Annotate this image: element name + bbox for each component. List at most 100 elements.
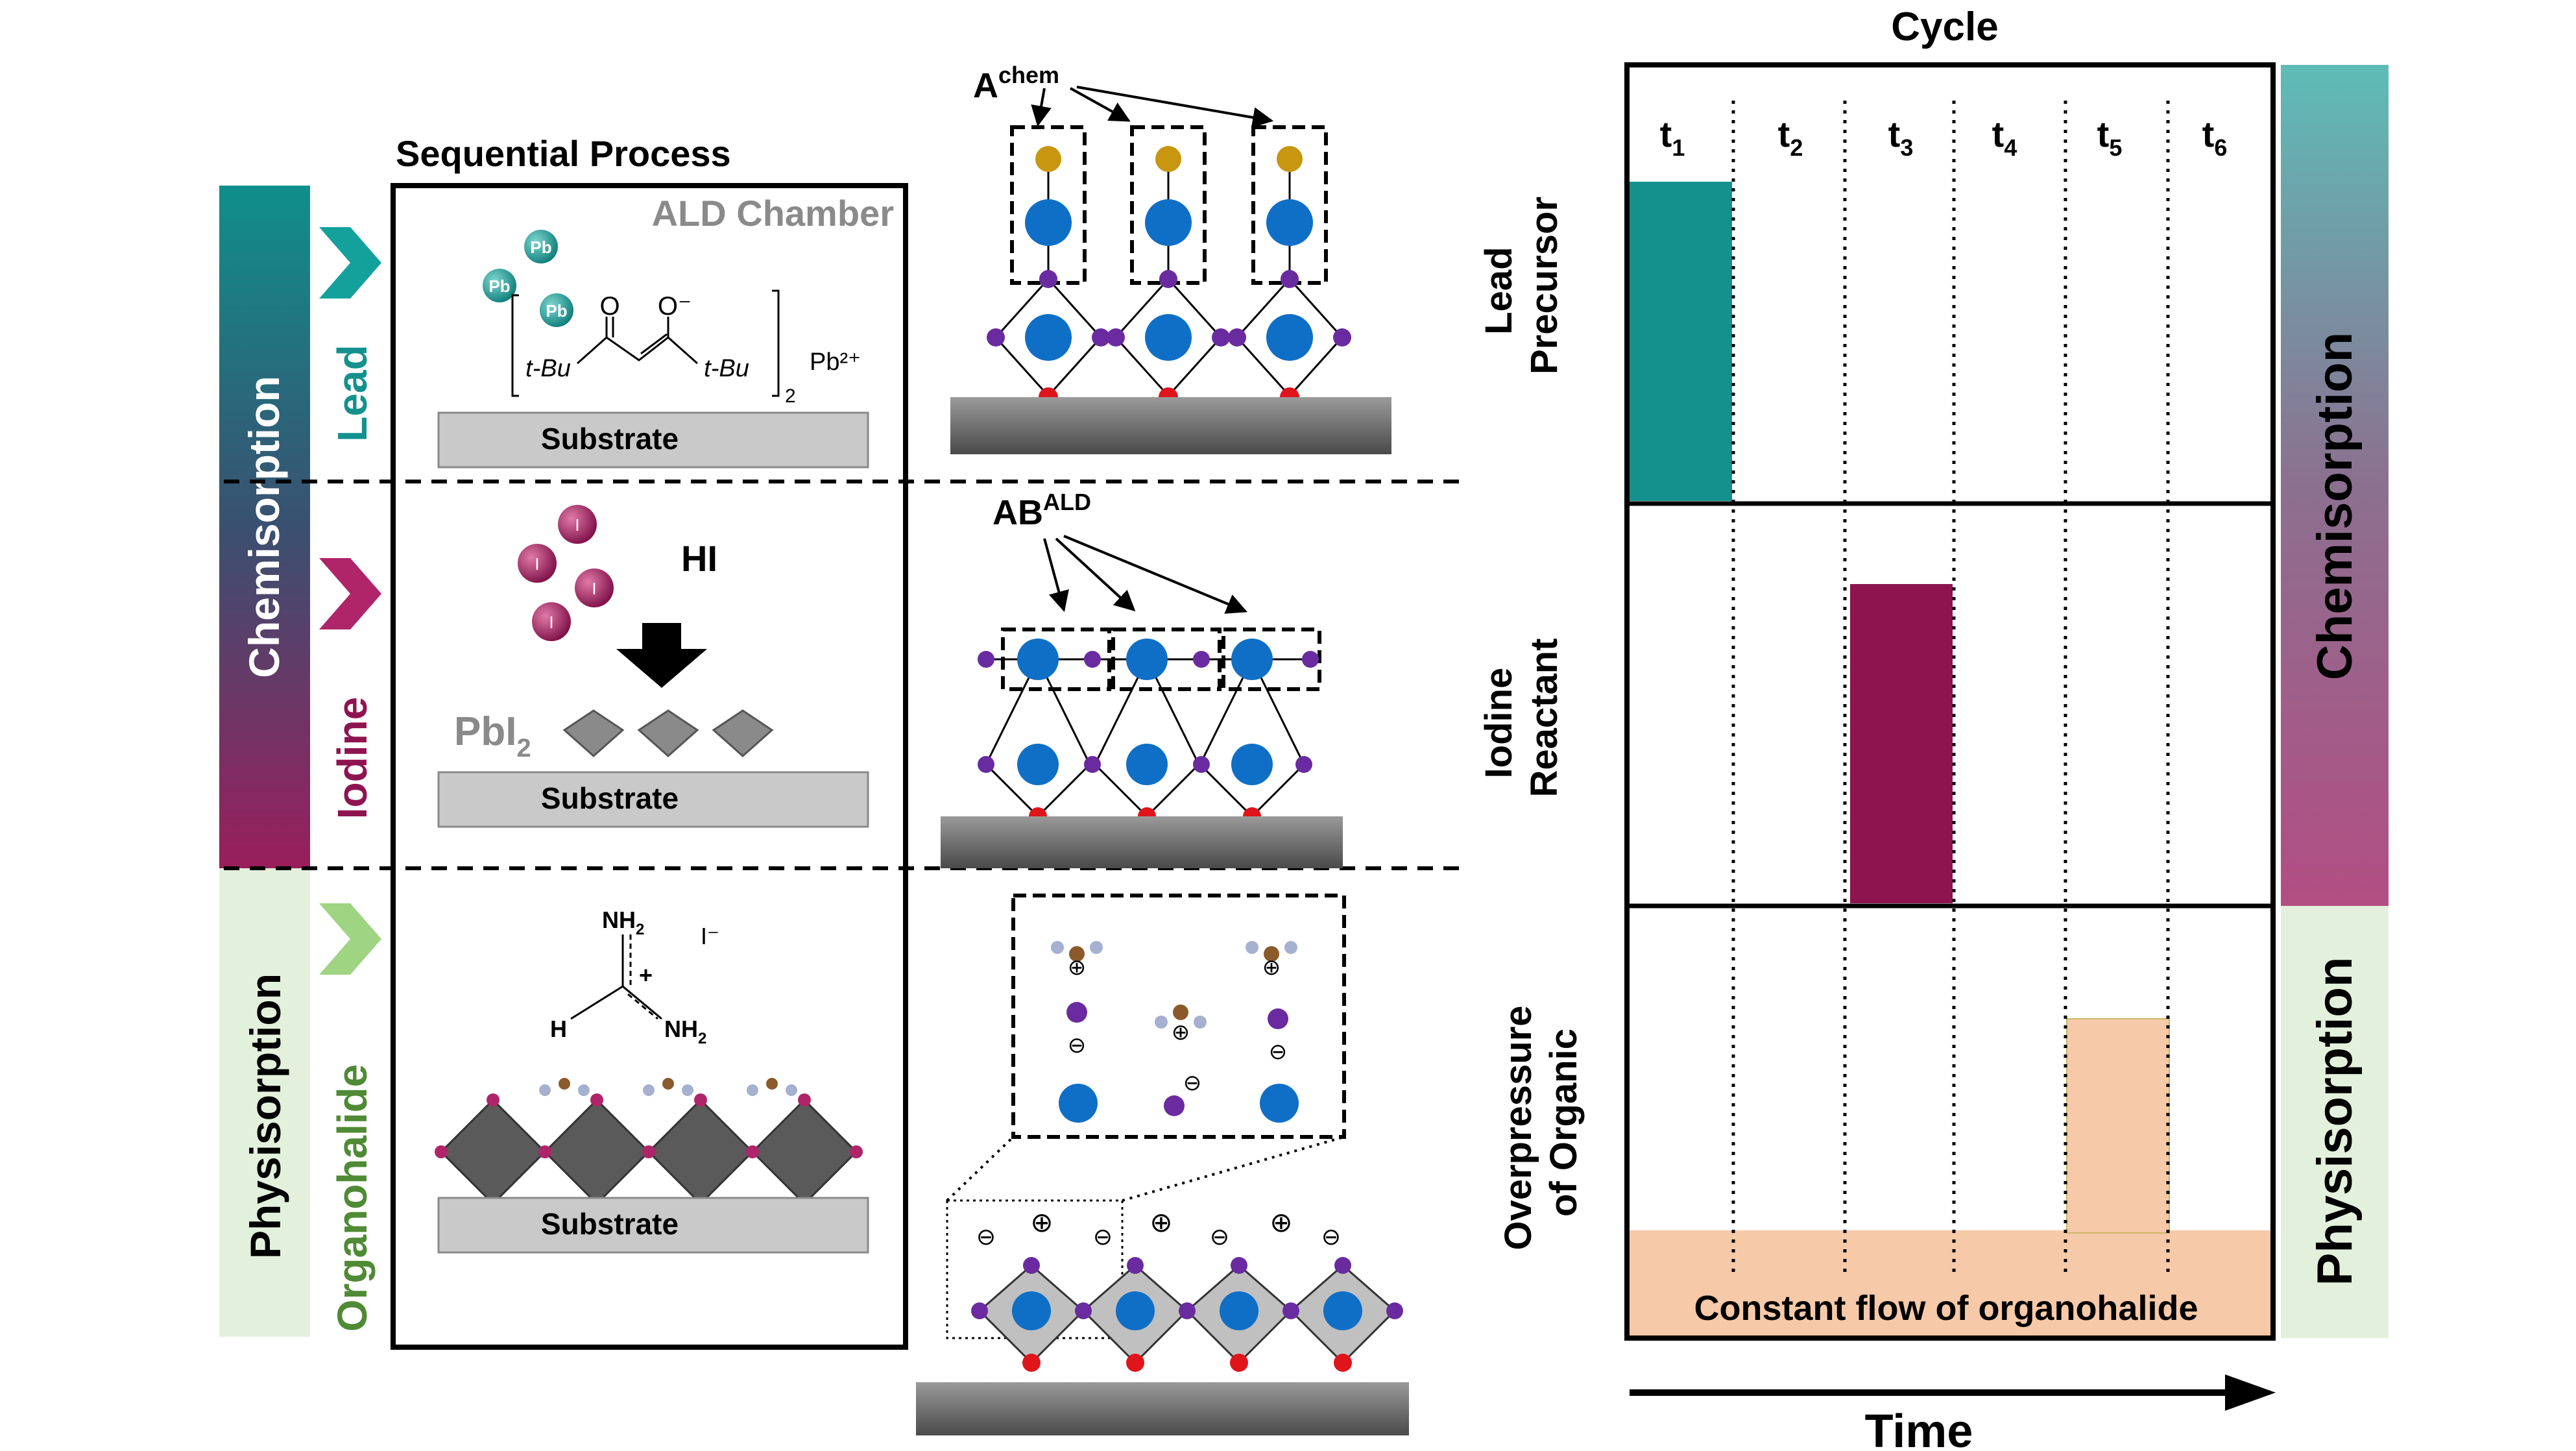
iodine-atom-label: I [575, 515, 579, 535]
nh2-bottom-label: NH2 [664, 1016, 706, 1047]
time-col-2: t2 [1778, 114, 1803, 161]
pb-atom [524, 230, 558, 263]
pb-blue-atom [1025, 199, 1072, 246]
row-label-lead: Lead Precursor [1478, 197, 1565, 374]
ab-ald-arrow [1063, 535, 1247, 614]
step-iodine-label: Iodine [329, 697, 376, 819]
pbi2-label: PbI2 [454, 709, 531, 762]
step-organohalide-label: Organohalide [329, 1064, 376, 1332]
surface-plus-icon: ⊕ [1270, 1207, 1292, 1238]
hi-label: HI [681, 538, 717, 579]
iodine-atom [558, 505, 597, 544]
ab-ald-arrow [1043, 538, 1069, 613]
chemisorption-bar [219, 186, 310, 868]
chevron-right-icon [319, 903, 381, 975]
substrate-iodine-label: Substrate [541, 781, 679, 815]
left-bracket [511, 294, 519, 397]
ligand-o-label: O [599, 292, 620, 321]
pb-precursor-molecules: Pb Pb Pb [483, 230, 573, 327]
sequential-process-title: Sequential Process [396, 133, 731, 174]
row-label-iodine: Iodine Reactant [1478, 639, 1565, 798]
time-col-3: t3 [1888, 114, 1914, 161]
step-organohalide: Organohalide [319, 903, 381, 1332]
a-chem-label: Achem [973, 62, 1059, 105]
pb-charge-label: Pb²⁺ [810, 348, 861, 376]
iodine-atom [575, 568, 614, 607]
inset-plus-icon: ⊕ [1068, 955, 1087, 980]
lead-pulse [1630, 182, 1732, 501]
chemisorption-bar-right [2281, 65, 2389, 906]
time-label: Time [1865, 1406, 1973, 1451]
surface-minus-icon: ⊖ [1093, 1223, 1113, 1250]
pbi2-octahedra [562, 709, 774, 758]
pb-blue-atom [1025, 314, 1072, 361]
organic-baseline-flow [1630, 1230, 2270, 1338]
ligand-double [640, 333, 668, 355]
pb-atom-label: Pb [488, 276, 510, 296]
iodine-atom-label: I [592, 579, 596, 598]
nh2-top-label: NH2 [602, 907, 644, 938]
time-col-5: t5 [2097, 114, 2123, 161]
pb-atom-label: Pb [546, 301, 567, 321]
step-lead-label: Lead [329, 345, 376, 441]
a-chem-arrow [1031, 88, 1052, 127]
right-chemisorption-label: Chemisorption [2307, 332, 2363, 680]
ab-ald-arrow [1055, 537, 1136, 612]
inset-atoms [1051, 941, 1299, 1123]
pb-blue-atom [1266, 199, 1313, 246]
cycle-label: Cycle [1891, 5, 1998, 49]
gold-atom [1035, 146, 1061, 172]
iodine-atom-label: I [535, 554, 539, 574]
substrate-lead [437, 411, 869, 469]
iodine-atom [518, 544, 557, 583]
perovskite-octahedra-layer [435, 1078, 863, 1206]
inset-minus-icon: ⊖ [1269, 1040, 1288, 1064]
time-col-6: t6 [2202, 114, 2228, 161]
plus-charge-label: + [639, 962, 653, 988]
substrate-organohalide-label: Substrate [541, 1207, 679, 1241]
row-label-organic: Overpressure of Organic [1497, 995, 1585, 1250]
organohalide-lattice [971, 1257, 1403, 1372]
ab-ald-label: ABALD [993, 489, 1091, 532]
ligand-ominus-label: O⁻ [658, 292, 692, 321]
substrate-slab [916, 1382, 1409, 1435]
timing-frame [1624, 62, 2276, 1341]
formamidinium-structure [570, 934, 662, 1020]
right-bracket [772, 289, 780, 397]
inset-plus-icon: ⊕ [1262, 955, 1281, 980]
left-phase-bar: Chemisorption Physisorption [219, 186, 310, 1337]
a-chem-arrow [1076, 86, 1274, 128]
left-physisorption-label: Physisorption [241, 973, 289, 1259]
organic-overpressure-pulse [2066, 1018, 2170, 1234]
step-iodine: Iodine [319, 558, 381, 819]
process-box [391, 183, 908, 1350]
constant-flow-label: Constant flow of organohalide [1694, 1289, 2198, 1328]
chevron-right-icon [319, 558, 381, 629]
substrate-lead-label: Substrate [541, 422, 679, 456]
ligand-count: 2 [785, 385, 796, 407]
surface-minus-icon: ⊖ [1321, 1223, 1341, 1250]
ligand-tbu-right: t-Bu [704, 355, 749, 382]
pb-blue-atom [1145, 314, 1192, 361]
ligand-backbone [577, 336, 698, 365]
sequential-process-panel: Sequential Process ALD Chamber Pb Pb Pb … [391, 133, 908, 1350]
pb-blue-atom [1145, 199, 1192, 246]
inset-plus-icon: ⊕ [1172, 1020, 1190, 1045]
pb-atom [540, 293, 573, 327]
step-lead: Lead [319, 227, 381, 442]
iodine-atom [532, 602, 571, 641]
down-arrow-icon [616, 623, 707, 688]
thd-ligand-structure [511, 289, 780, 397]
physisorption-bar-right [2281, 906, 2389, 1338]
iodine-atom-label: I [549, 613, 553, 632]
ligand-tbu-left: t-Bu [525, 355, 571, 382]
h-label: H [550, 1016, 567, 1042]
substrate-iodine [437, 771, 869, 828]
pb-atom [483, 269, 516, 302]
left-chemisorption-label: Chemisorption [240, 376, 288, 678]
gold-atom [1277, 146, 1303, 172]
physisorption-bar [219, 868, 310, 1337]
surface-minus-icon: ⊖ [1210, 1223, 1229, 1250]
right-physisorption-label: Physisorption [2307, 957, 2363, 1286]
